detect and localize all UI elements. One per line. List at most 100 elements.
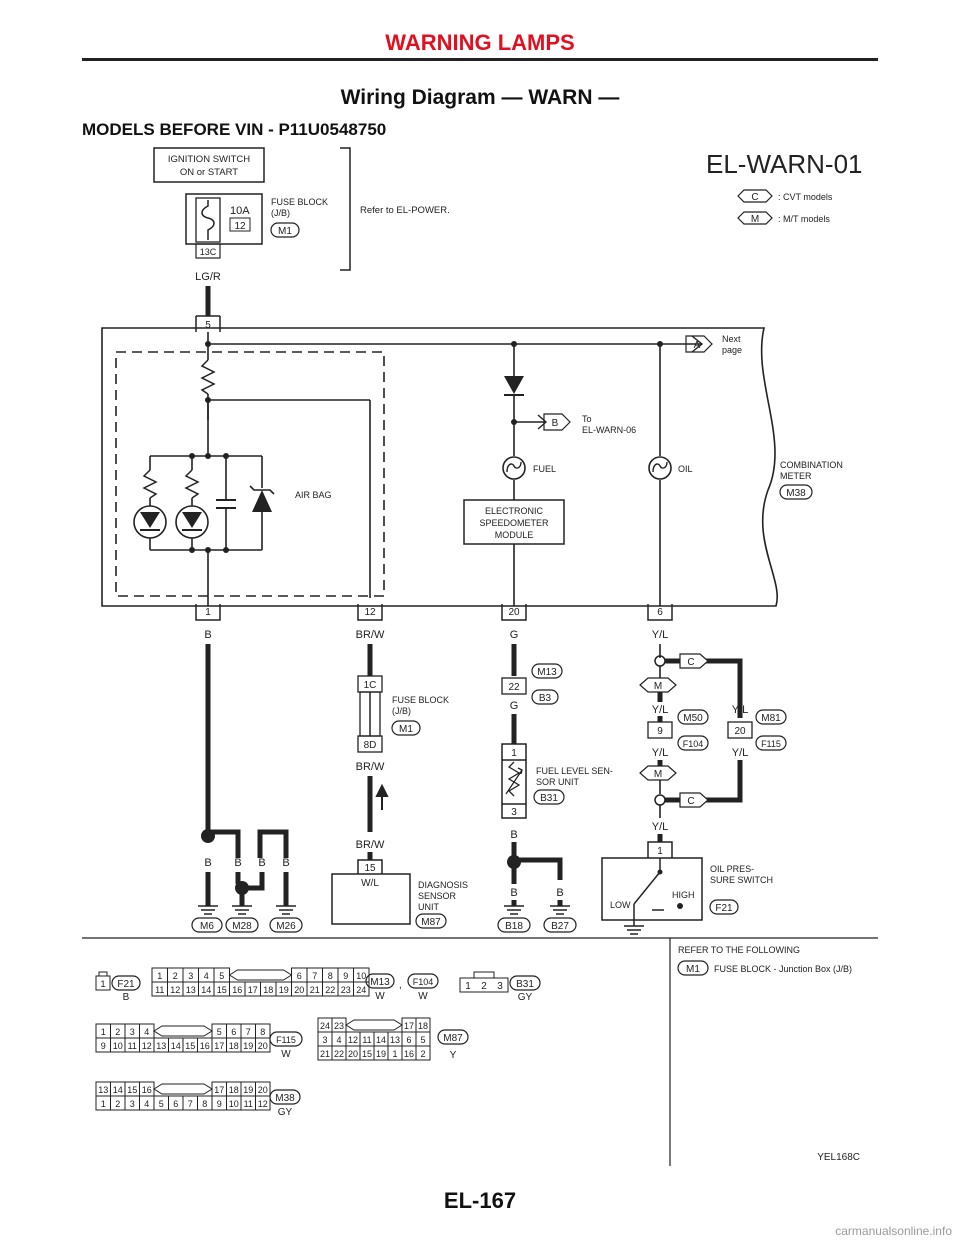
f115-pin-20: 20	[258, 1041, 268, 1051]
m87-pin-14: 14	[376, 1035, 386, 1045]
m38-name: M38	[275, 1093, 295, 1104]
diagnosis-conn: M87	[421, 917, 441, 928]
wire-g-2: G	[510, 700, 519, 712]
g-wire: M13 22 B3 G 1 3 FUEL LEVEL SEN- SOR UNIT…	[497, 644, 613, 933]
m87-pin-21: 21	[320, 1049, 330, 1059]
m13-pin-23: 23	[341, 985, 351, 995]
fuel-lamp-icon	[502, 456, 526, 480]
f115-pin-3: 3	[130, 1027, 135, 1037]
b31-pin-2: 2	[481, 981, 487, 992]
m13-pin-7: 7	[312, 971, 317, 981]
m87-pin-13: 13	[390, 1035, 400, 1045]
m13-pin-8: 8	[328, 971, 333, 981]
wire-yl-bottom: Y/L	[652, 821, 669, 833]
m13-pin-1: 1	[157, 971, 162, 981]
diagnosis-wire: W/L	[361, 878, 379, 889]
m50-conn: M50	[683, 713, 703, 724]
wire-brw-2: BR/W	[356, 761, 385, 773]
wire-label-lgr: LG/R	[195, 271, 221, 283]
sensor-label-2: SOR UNIT	[536, 777, 580, 787]
meter-pin-12: 12	[364, 607, 376, 618]
f115-pin-16: 16	[200, 1041, 210, 1051]
f21-name: F21	[117, 979, 135, 990]
oil-switch-high: HIGH	[672, 890, 695, 900]
ground-connectors: M6 M28 M26	[191, 917, 303, 933]
m87-pin-17: 17	[404, 1021, 414, 1031]
fuse2-conn: M1	[399, 724, 413, 735]
meter-pin-6: 6	[657, 607, 663, 618]
fuse2-label-2: (J/B)	[392, 706, 411, 716]
m87-pin-20: 20	[348, 1049, 358, 1059]
f115-pin-18: 18	[229, 1041, 239, 1051]
m38-pin-8: 8	[202, 1099, 207, 1109]
ground-m28: M28	[232, 921, 252, 932]
m81-conn: M81	[761, 713, 781, 724]
watermark: carmanualsonline.info	[835, 1224, 952, 1238]
fuse2-label-1: FUSE BLOCK	[392, 695, 449, 705]
m38-pin-10: 10	[229, 1099, 239, 1109]
f115-pin-13: 13	[156, 1041, 166, 1051]
connector-f115-labels: F115 W	[269, 1031, 303, 1060]
f104-color: W	[418, 991, 428, 1002]
f115-pin-11: 11	[128, 1041, 137, 1051]
ground-m26: M26	[276, 921, 296, 932]
ground-b27: B27	[551, 921, 569, 932]
legend-tag-c: C	[751, 192, 758, 203]
m13-pin-6: 6	[297, 971, 302, 981]
sensor-label-1: FUEL LEVEL SEN-	[536, 766, 613, 776]
diagnosis-pin: 15	[364, 863, 376, 874]
fuse-block-conn: M1	[278, 226, 292, 237]
to-warn06-text-2: EL-WARN-06	[582, 425, 636, 435]
fuse2-top: 1C	[364, 680, 377, 691]
f115-pin-2: 2	[115, 1027, 120, 1037]
m13-name: M13	[370, 977, 390, 988]
wire-yl-f104: Y/L	[652, 747, 669, 759]
b31-name: B31	[516, 979, 534, 990]
wire-label-g: G	[510, 629, 519, 641]
m13-pin-24: 24	[356, 985, 366, 995]
m13-pin-17: 17	[248, 985, 258, 995]
m87-color: Y	[450, 1050, 457, 1061]
f115-pin-12: 12	[142, 1041, 152, 1051]
f115-conn: F115	[761, 739, 781, 749]
ground-wires: B B B B	[198, 644, 296, 915]
next-page-tag: A	[694, 340, 701, 351]
oil-pressure-switch	[601, 857, 703, 921]
wire-b-b18: B	[510, 887, 517, 899]
f115-pin-17: 17	[214, 1041, 224, 1051]
fuse-block-label-2: (J/B)	[271, 208, 290, 218]
m13-pin-11: 11	[155, 985, 164, 995]
ground-b18: B18	[505, 921, 523, 932]
meter-bottom-pins: 1 12 20 6	[195, 604, 673, 621]
b31-pin-3: 3	[497, 981, 503, 992]
sensor-conn: B31	[540, 793, 558, 804]
m87-pin-12: 12	[348, 1035, 358, 1045]
fuse-number: 12	[234, 221, 246, 232]
m13-pin-13: 13	[186, 985, 196, 995]
m38-pin-20: 20	[258, 1085, 268, 1095]
connector-b31: 1 2 3 B31 GY	[459, 971, 541, 1003]
oil-switch-low: LOW	[610, 900, 631, 910]
wire-b-m26b: B	[282, 857, 289, 869]
combination-meter-label-2: METER	[780, 471, 812, 481]
to-warn06-tag: B	[552, 418, 559, 429]
wire-yl-f115: Y/L	[732, 747, 749, 759]
wire-yl-m50: Y/L	[652, 704, 669, 716]
m87-pin-2: 2	[420, 1049, 425, 1059]
m50-pin: 9	[657, 726, 663, 737]
fuel-sensor	[501, 759, 527, 805]
m87-pin-18: 18	[418, 1021, 428, 1031]
wire-brw-3: BR/W	[356, 839, 385, 851]
combination-meter-outline	[101, 327, 778, 607]
f115-pin-15: 15	[185, 1041, 195, 1051]
f115-name: F115	[276, 1035, 296, 1045]
combination-meter-conn: M38	[786, 488, 806, 499]
wire-label-yl: Y/L	[652, 629, 669, 641]
m13-pin-10: 10	[356, 971, 366, 981]
combination-meter-label-1: COMBINATION	[780, 460, 843, 470]
b31-color: GY	[518, 992, 533, 1003]
ignition-switch: IGNITION SWITCH ON or START	[153, 147, 265, 183]
m38-pin-11: 11	[244, 1099, 253, 1109]
